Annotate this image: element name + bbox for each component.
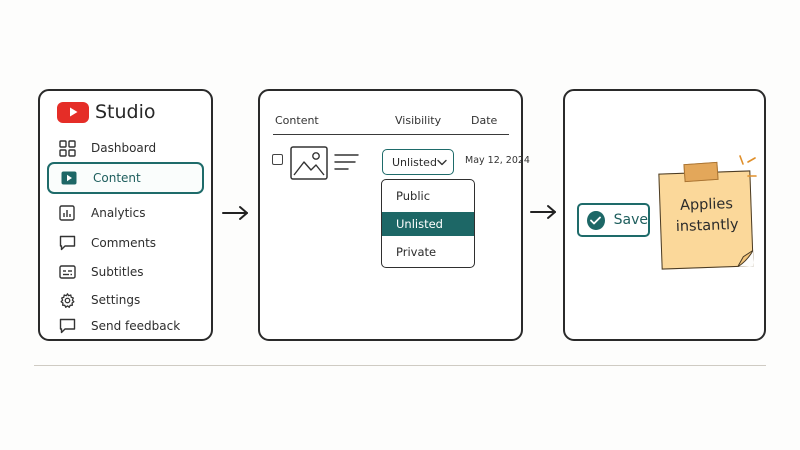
sidebar-item-content[interactable]: Content bbox=[47, 162, 204, 194]
sidebar-item-label: Comments bbox=[91, 236, 157, 250]
sidebar-item-subtitles[interactable]: Subtitles bbox=[47, 257, 204, 287]
save-button[interactable]: Save bbox=[577, 203, 650, 237]
save-button-label: Save bbox=[613, 212, 648, 228]
column-header-visibility: Visibility bbox=[395, 114, 442, 127]
youtube-logo-icon bbox=[57, 101, 89, 123]
sidebar-item-analytics[interactable]: Analytics bbox=[47, 198, 204, 228]
sidebar-item-send-feedback[interactable]: Send feedback bbox=[47, 311, 204, 341]
comment-bubble-icon bbox=[58, 234, 76, 252]
visibility-dropdown-menu: Public Unlisted Private bbox=[381, 179, 475, 268]
bar-chart-icon bbox=[58, 204, 76, 222]
bottom-divider bbox=[34, 365, 766, 366]
sticky-note-text: Applies instantly bbox=[675, 196, 739, 236]
visibility-select[interactable]: Unlisted bbox=[382, 149, 454, 175]
play-icon bbox=[60, 169, 78, 187]
dashboard-grid-icon bbox=[58, 139, 76, 157]
visibility-select-value: Unlisted bbox=[392, 155, 437, 169]
sparkle-lines-icon bbox=[739, 155, 757, 177]
subtitles-icon bbox=[58, 263, 76, 281]
tape-strip bbox=[683, 161, 719, 183]
sidebar-item-label: Subtitles bbox=[91, 265, 144, 279]
studio-logo[interactable]: Studio bbox=[57, 101, 156, 123]
sidebar-item-label: Content bbox=[93, 171, 141, 185]
row-date: May 12, 2024 bbox=[465, 155, 530, 166]
sidebar-item-label: Settings bbox=[91, 293, 141, 307]
sidebar-item-comments[interactable]: Comments bbox=[47, 228, 204, 258]
dropdown-option-unlisted[interactable]: Unlisted bbox=[382, 212, 474, 236]
chevron-down-icon bbox=[437, 159, 447, 165]
check-circle-icon bbox=[587, 210, 605, 230]
sticky-note: Applies instantly bbox=[658, 170, 754, 270]
row-checkbox[interactable] bbox=[272, 154, 283, 165]
arrow-right-icon bbox=[222, 206, 248, 220]
logo-text: Studio bbox=[95, 101, 156, 123]
video-thumbnail-icon bbox=[290, 146, 328, 180]
table-header-divider bbox=[273, 134, 509, 135]
folded-corner-icon bbox=[737, 250, 754, 267]
sidebar-item-label: Dashboard bbox=[91, 141, 157, 155]
arrow-right-icon bbox=[530, 205, 556, 219]
sidebar-item-settings[interactable]: Settings bbox=[47, 285, 204, 315]
video-title-placeholder-icon bbox=[334, 154, 359, 170]
studio-sidebar-panel: Studio Dashboard Content Analytics bbox=[38, 89, 213, 341]
sidebar-item-label: Send feedback bbox=[91, 319, 181, 333]
sidebar-item-dashboard[interactable]: Dashboard bbox=[47, 133, 204, 163]
sidebar-item-label: Analytics bbox=[91, 206, 146, 220]
gear-icon bbox=[58, 291, 76, 309]
feedback-icon bbox=[58, 317, 76, 335]
column-header-content: Content bbox=[275, 114, 319, 127]
dropdown-option-private[interactable]: Private bbox=[396, 245, 437, 259]
dropdown-option-public[interactable]: Public bbox=[396, 189, 431, 203]
column-header-date: Date bbox=[471, 114, 498, 127]
